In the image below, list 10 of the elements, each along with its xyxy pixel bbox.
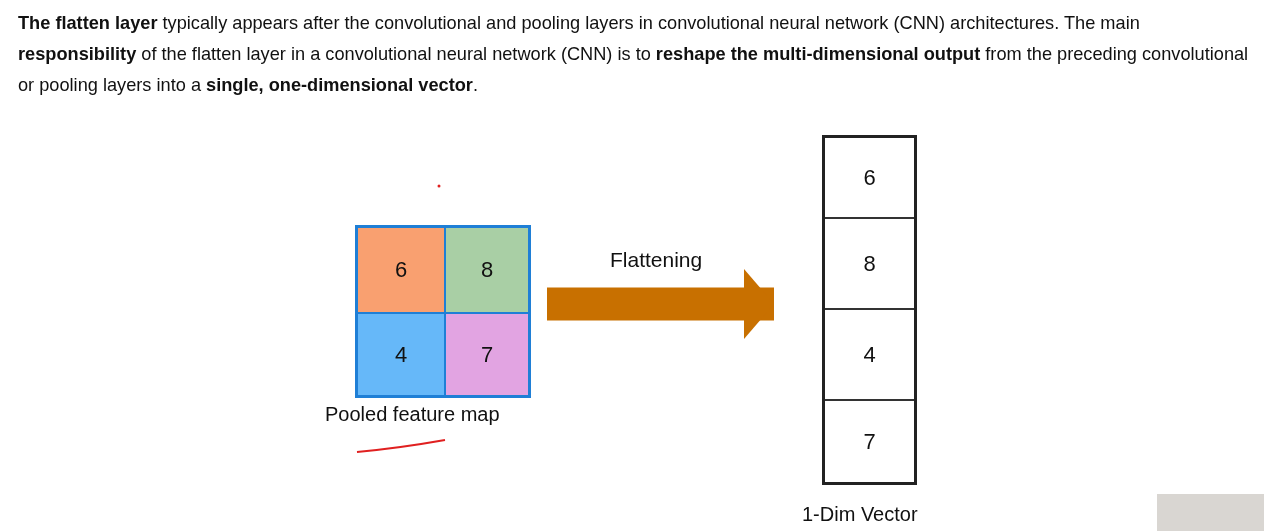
feature-map-grid	[355, 225, 531, 398]
caption-text: Pooled feature map	[325, 403, 500, 426]
caption-text: 1-Dim Vector	[802, 503, 918, 526]
vector-column	[822, 135, 917, 485]
grid-cell: 4	[358, 314, 444, 395]
thick-arrow	[547, 269, 774, 339]
grid-cell: 6	[358, 228, 444, 312]
grid-cell: 8	[446, 228, 528, 312]
grid-cell: 7	[446, 314, 528, 395]
intro-paragraph: The flatten layer typically appears after the convolutional and pooling layers in convolutional neural network (CNN) architectures. The main responsibility of the flatten layer in a convolutional neural network (CNN) is to reshape the multi-dimensional output from the preceding convolutional or pooling layers into a single, one-dimensional vector.	[18, 12, 1250, 97]
